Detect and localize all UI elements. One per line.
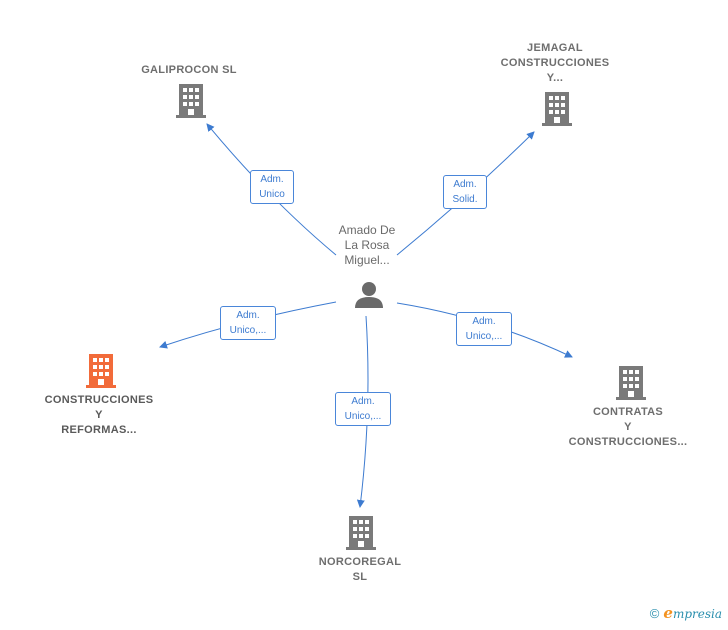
brand-logo: empresia: [663, 604, 722, 622]
edge-label-norcoregal[interactable]: Adm. Unico,...: [335, 392, 391, 426]
person-name-line: Miguel...: [344, 253, 390, 267]
footer-brand[interactable]: © empresia: [650, 604, 722, 622]
person-icon[interactable]: [354, 280, 384, 308]
role-line: Unico,...: [229, 325, 267, 336]
role-line: Adm.: [472, 316, 496, 327]
role-line: Unico,...: [465, 331, 503, 342]
company-name-line: CONSTRUCCIONES: [44, 394, 154, 406]
company-name-line: NORCOREGAL: [318, 556, 402, 568]
edge-label-contratas[interactable]: Adm. Unico,...: [456, 312, 512, 346]
building-icon: [176, 84, 206, 118]
building-icon: [616, 366, 646, 400]
person-name[interactable]: Amado De La Rosa Miguel...: [322, 223, 412, 268]
building-icon: [86, 354, 116, 388]
company-name-line: Y...: [546, 72, 564, 84]
role-line: Adm.: [351, 396, 375, 407]
role-line: Adm.: [260, 174, 284, 185]
role-line: Unico: [259, 189, 285, 200]
company-name-line: CONSTRUCCIONES: [500, 57, 610, 69]
role-line: Solid.: [452, 194, 478, 205]
edge-label-jemagal[interactable]: Adm. Solid.: [443, 175, 487, 209]
edge-label-construcciones-reformas[interactable]: Adm. Unico,...: [220, 306, 276, 340]
building-icon: [542, 92, 572, 126]
role-line: Adm.: [453, 179, 477, 190]
company-name-line: CONTRATAS: [592, 406, 664, 418]
role-line: Unico,...: [344, 411, 382, 422]
person-name-line: Amado De: [338, 223, 396, 237]
company-name-line: Y: [95, 409, 103, 421]
brand-initial: e: [663, 604, 673, 622]
company-name-line: CONSTRUCCIONES...: [568, 436, 688, 448]
copyright-icon: ©: [649, 605, 660, 621]
person-name-line: La Rosa: [344, 238, 390, 252]
company-name-line: GALIPROCON SL: [141, 64, 237, 76]
role-line: Adm.: [236, 310, 260, 321]
company-name-line: Y: [624, 421, 632, 433]
building-icon: [346, 516, 376, 550]
company-name-line: SL: [352, 571, 368, 583]
company-name-line: REFORMAS...: [61, 424, 137, 436]
company-name-line: JEMAGAL: [527, 42, 583, 54]
edge-label-galiprocon[interactable]: Adm. Unico: [250, 170, 294, 204]
brand-name: mpresia: [672, 607, 722, 621]
